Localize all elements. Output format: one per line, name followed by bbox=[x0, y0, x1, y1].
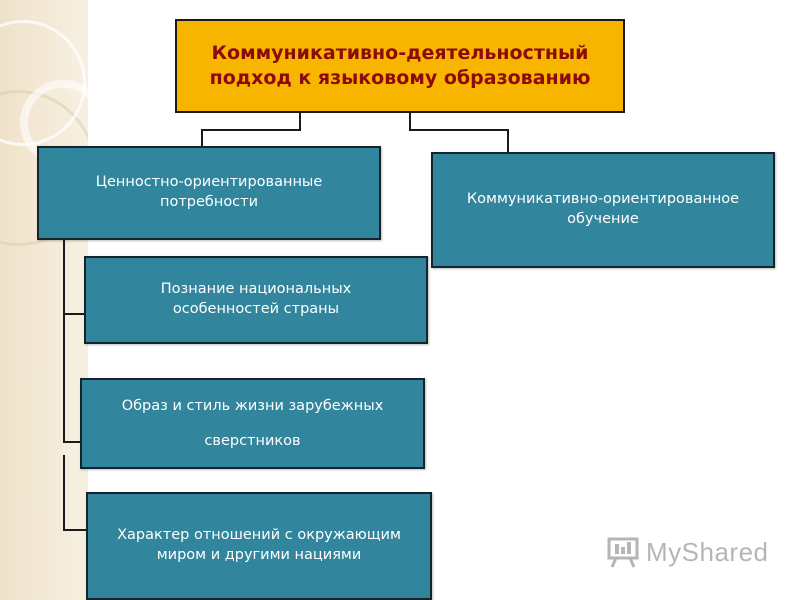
branch-box-value-needs: Ценностно-ориентированные потребности bbox=[37, 146, 381, 240]
sub-item-text-peers-lifestyle: Образ и стиль жизни зарубежных сверстник… bbox=[121, 397, 384, 449]
sub-item-text-relations-world: Характер отношений с окружающим миром и … bbox=[117, 527, 401, 563]
main-concept-text: Коммуникативно-деятельностный подход к я… bbox=[209, 42, 591, 89]
sub-item-box-national-features: Познание национальных особенностей стран… bbox=[84, 256, 428, 344]
presentation-board-icon bbox=[607, 537, 639, 568]
connector-left-to-item-1 bbox=[63, 240, 84, 315]
connector-main-to-right bbox=[409, 113, 509, 152]
watermark-text: MyShared bbox=[646, 536, 769, 567]
main-concept-box: Коммуникативно-деятельностный подход к я… bbox=[175, 19, 625, 113]
sub-item-box-peers-lifestyle: Образ и стиль жизни зарубежных сверстник… bbox=[80, 378, 425, 469]
sub-item-box-relations-world: Характер отношений с окружающим миром и … bbox=[86, 492, 432, 600]
connector-left-to-item-3 bbox=[63, 455, 86, 531]
connector-left-to-item-2 bbox=[63, 314, 80, 443]
sub-item-text-national-features: Познание национальных особенностей стран… bbox=[160, 281, 352, 317]
watermark-logo: MyShared bbox=[606, 535, 769, 569]
branch-text-value-needs: Ценностно-ориентированные потребности bbox=[95, 174, 323, 210]
branch-box-communicative-learning: Коммуникативно-ориентированное обучение bbox=[431, 152, 775, 268]
decorative-side-strip bbox=[0, 0, 88, 600]
connector-main-to-left bbox=[201, 113, 301, 146]
branch-text-communicative-learning: Коммуникативно-ориентированное обучение bbox=[466, 191, 740, 227]
